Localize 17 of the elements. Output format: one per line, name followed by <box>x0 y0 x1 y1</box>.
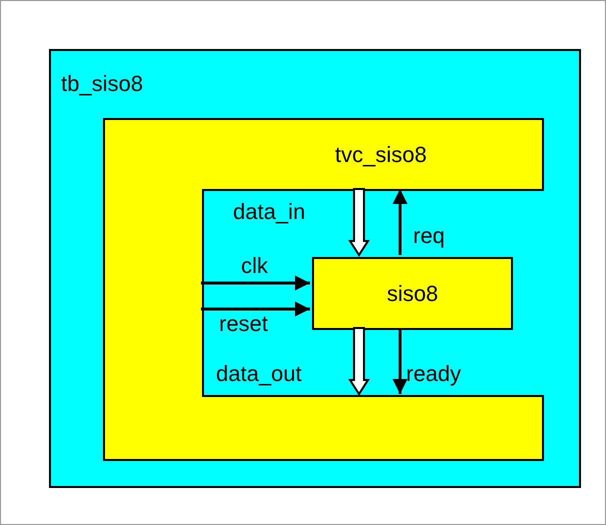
block-label: tvc_siso8 <box>335 142 427 168</box>
block-label: siso8 <box>386 280 438 306</box>
signal-arrow <box>201 276 310 290</box>
edge-label: req <box>413 223 445 249</box>
signal-arrow <box>392 189 408 255</box>
bus-arrow <box>348 327 370 396</box>
module-box <box>312 257 513 330</box>
edge-label: data_in <box>233 199 306 225</box>
edge-label: ready <box>406 361 462 387</box>
testbench-box <box>49 49 581 488</box>
signal-arrow <box>201 302 310 316</box>
bus-arrow <box>348 188 370 257</box>
edge-label: data_out <box>216 361 302 387</box>
block-label: tb_siso8 <box>61 71 143 97</box>
edge-label: reset <box>219 311 268 337</box>
signal-arrow <box>392 328 408 394</box>
edge-label: clk <box>241 253 268 279</box>
